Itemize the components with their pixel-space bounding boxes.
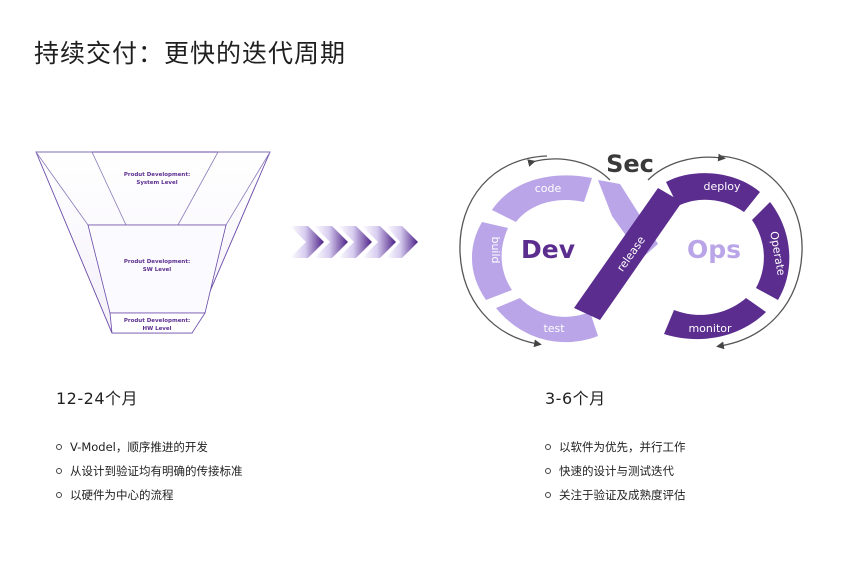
waterfall-column: 12-24个月 V-Model，顺序推进的开发 从设计到验证均有明确的传接标准 … [56, 385, 243, 507]
code-label: code [535, 182, 562, 195]
chevron-arrow-5 [386, 226, 418, 258]
chevron-arrow-4 [362, 226, 396, 258]
v-level-label-sw-2: SW Level [143, 267, 171, 273]
waterfall-duration: 12-24个月 [56, 389, 138, 408]
v-level-label-system-1: Produt Development: [124, 172, 190, 178]
dev-loop-segment-left [471, 222, 512, 300]
chevron-arrow-2 [314, 226, 348, 258]
dev-loop-segment-top [492, 175, 592, 222]
dev-loop-segment-bottom [496, 298, 598, 343]
list-item: 快速的设计与测试迭代 [545, 459, 686, 483]
ops-loop-segment-bottom [664, 298, 766, 340]
build-label: build [489, 236, 502, 263]
test-label: test [543, 322, 565, 335]
list-item: 从设计到验证均有明确的传接标准 [56, 459, 243, 483]
outer-loop-arrow-right [716, 155, 803, 350]
sec-label: Sec [606, 150, 654, 178]
transition-arrows [290, 226, 418, 258]
list-item: V-Model，顺序推进的开发 [56, 435, 243, 459]
ops-loop-segment-top [666, 173, 760, 212]
outer-loop-arrow-top-left [527, 158, 611, 181]
chevron-arrow-1 [290, 226, 324, 258]
v-level-label-system-2: System Level [136, 180, 177, 186]
ops-loop-segment-right [752, 202, 790, 300]
waterfall-bullet-list: V-Model，顺序推进的开发 从设计到验证均有明确的传接标准 以硬件为中心的流… [56, 435, 243, 507]
devops-column: 3-6个月 以软件为优先，并行工作 快速的设计与测试迭代 关注于验证及成熟度评估 [545, 385, 686, 507]
deploy-label: deploy [703, 180, 741, 193]
devops-bullet-list: 以软件为优先，并行工作 快速的设计与测试迭代 关注于验证及成熟度评估 [545, 435, 686, 507]
dev-label: Dev [521, 235, 575, 264]
outer-loop-arrow-left [459, 155, 548, 348]
v-level-label-hw-1: Produt Development: [124, 318, 190, 324]
v-model-diagram: Produt Development: System Level Produt … [35, 151, 271, 334]
v-model-hw-level-shape [109, 312, 206, 334]
page-title: 持续交付：更快的迭代周期 [34, 39, 347, 68]
devops-duration: 3-6个月 [545, 389, 606, 408]
release-band [574, 188, 682, 320]
list-item: 以软件为优先，并行工作 [545, 435, 686, 459]
chevron-arrow-3 [338, 226, 372, 258]
list-item: 以硬件为中心的流程 [56, 483, 243, 507]
v-level-label-sw-1: Produt Development: [124, 259, 190, 265]
outer-loop-arrow-top-right [647, 153, 726, 181]
monitor-label: monitor [688, 322, 732, 335]
ops-label: Ops [687, 235, 741, 264]
v-level-label-hw-2: HW Level [142, 326, 171, 332]
devsecops-loop-diagram: Sec Dev Ops code build test plan release… [459, 150, 803, 350]
list-item: 关注于验证及成熟度评估 [545, 483, 686, 507]
